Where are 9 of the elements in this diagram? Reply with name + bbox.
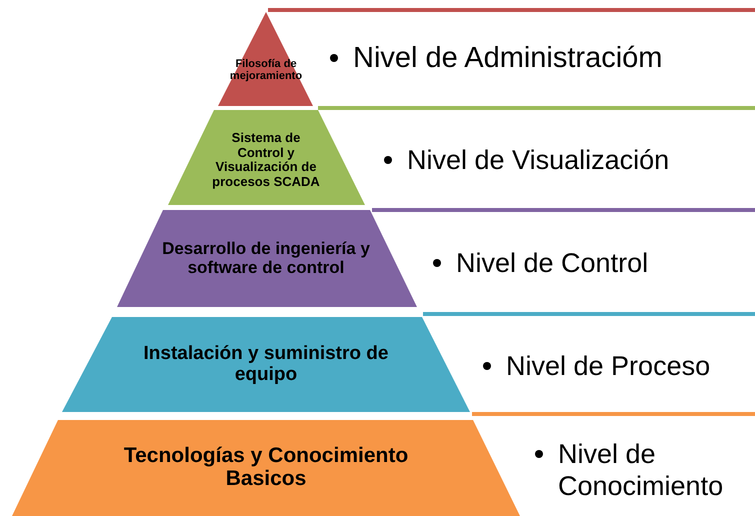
layer-label: Sistema de Control y Visualización de procesos SCADA: [211, 131, 321, 190]
layer-label: Desarrollo de ingeniería y software de control: [161, 239, 371, 278]
level-text: Nivel de Control: [456, 247, 650, 280]
level-text: Nivel de Conocimiento: [558, 438, 724, 502]
level-text: Nivel de Administracióm: [353, 40, 664, 76]
level-text: Nivel de Visualización: [407, 144, 670, 176]
level-text: Nivel de Proceso: [506, 350, 712, 382]
layer-label: Instalación y suministro de equipo: [142, 342, 390, 386]
layer-label: Tecnologías y Conocimiento Basicos: [122, 444, 410, 491]
